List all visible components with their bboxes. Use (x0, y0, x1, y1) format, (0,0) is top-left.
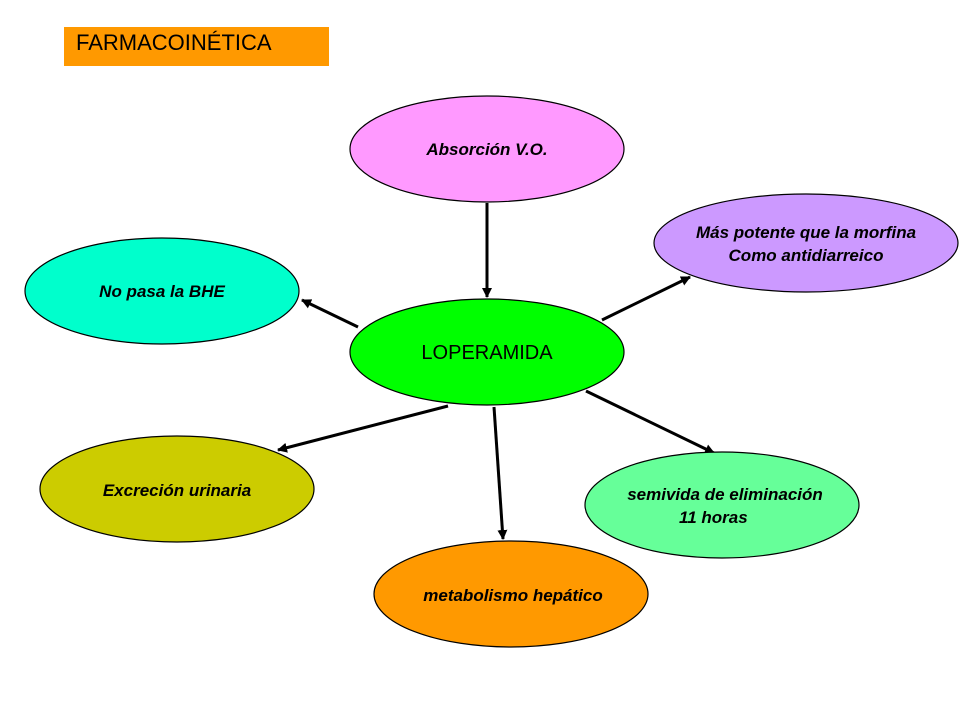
arrow-center-to-potente (601, 275, 691, 322)
node-excrecion-label: Excreción urinaria (103, 481, 251, 500)
node-excrecion-shape (39, 435, 315, 543)
node-metabolismo-shape (373, 540, 649, 648)
node-bhe-label: No pasa la BHE (99, 282, 225, 301)
page-title: FARMACOINÉTICA (76, 30, 272, 55)
node-metabolismo: metabolismo hepático (373, 540, 649, 648)
arrow-center-to-bhe (301, 298, 359, 329)
arrow-center-to-excrecion (277, 404, 449, 453)
node-semivida-line1: semivida de eliminación (627, 485, 823, 504)
node-semivida-line2: 11 horas (679, 508, 748, 527)
title-box: FARMACOINÉTICA (64, 27, 329, 66)
node-semivida-shape (584, 451, 860, 559)
node-bhe: No pasa la BHE (24, 237, 300, 345)
node-potente-line1: Más potente que la morfina (696, 223, 916, 242)
node-potente: Más potente que la morfina Como antidiar… (653, 193, 959, 293)
node-center: LOPERAMIDA (349, 298, 625, 406)
node-excrecion: Excreción urinaria (39, 435, 315, 543)
node-potente-line2: Como antidiarreico (729, 246, 884, 265)
arrow-center-to-metabolismo (492, 406, 508, 540)
node-absorcion-label: Absorción V.O. (425, 140, 547, 159)
node-semivida: semivida de eliminación 11 horas (584, 451, 860, 559)
node-potente-shape (653, 193, 959, 293)
node-metabolismo-label: metabolismo hepático (423, 586, 602, 605)
node-center-label: LOPERAMIDA (421, 342, 553, 364)
node-center-shape (349, 298, 625, 406)
node-absorcion: Absorción V.O. (349, 95, 625, 203)
arrow-center-to-semivida (585, 389, 715, 455)
node-bhe-shape (24, 237, 300, 345)
node-absorcion-shape (349, 95, 625, 203)
